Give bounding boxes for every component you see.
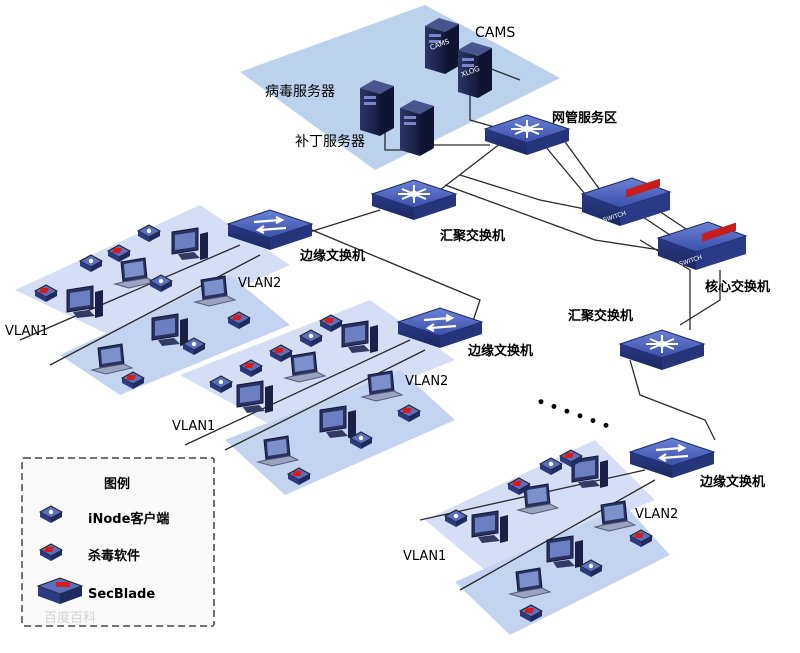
more-branches-ellipsis: • • • • • •: [534, 394, 613, 436]
edge-switch-3-label: 边缘文换机: [699, 474, 765, 490]
lan-a-vlan1-label: VLAN1: [5, 324, 48, 339]
virus-server-label: 病毒服务器: [265, 84, 335, 100]
edge-switch-2-label: 边缘文换机: [467, 343, 533, 359]
core-switch-b: [657, 221, 747, 271]
watermark: 百度百科: [44, 610, 96, 626]
mgmt-zone-label: 网管服务区: [552, 110, 617, 126]
core-switch-a: [581, 177, 671, 227]
aggregation-switch-2: [619, 329, 705, 371]
lan-b-vlan1-label: VLAN1: [172, 419, 215, 434]
edge-switch-3: [628, 436, 716, 480]
secblade-icon: [36, 577, 84, 604]
legend-item-inode: iNode客户端: [88, 511, 169, 527]
virus-server: [360, 80, 394, 136]
cams-label: CAMS: [475, 25, 515, 41]
legend-title: 图例: [104, 476, 130, 492]
patch-server-label: 补丁服务器: [295, 134, 365, 150]
lan-b-vlan2-label: VLAN2: [405, 374, 448, 389]
patch-server: [400, 100, 434, 156]
lan-a-vlan2-label: VLAN2: [238, 276, 281, 291]
network-links: [19, 54, 721, 591]
legend: 图例 iNode客户端 杀毒软件 SecBlade: [21, 457, 215, 627]
legend-item-secblade: SecBlade: [88, 587, 155, 602]
aggregation-switch-1: [371, 179, 457, 221]
core-switch-label: 核心交换机: [705, 279, 770, 295]
aggregation-switch-2-label: 汇聚交换机: [568, 308, 633, 324]
edge-switch-1-label: 边缘文换机: [299, 248, 365, 264]
legend-item-antivirus: 杀毒软件: [88, 548, 140, 564]
lan-zone-c-lower: [455, 505, 670, 635]
lan-c-vlan2-label: VLAN2: [635, 507, 678, 522]
lan-c-vlan1-label: VLAN1: [403, 549, 446, 564]
aggregation-switch-1-label: 汇聚交换机: [440, 228, 505, 244]
